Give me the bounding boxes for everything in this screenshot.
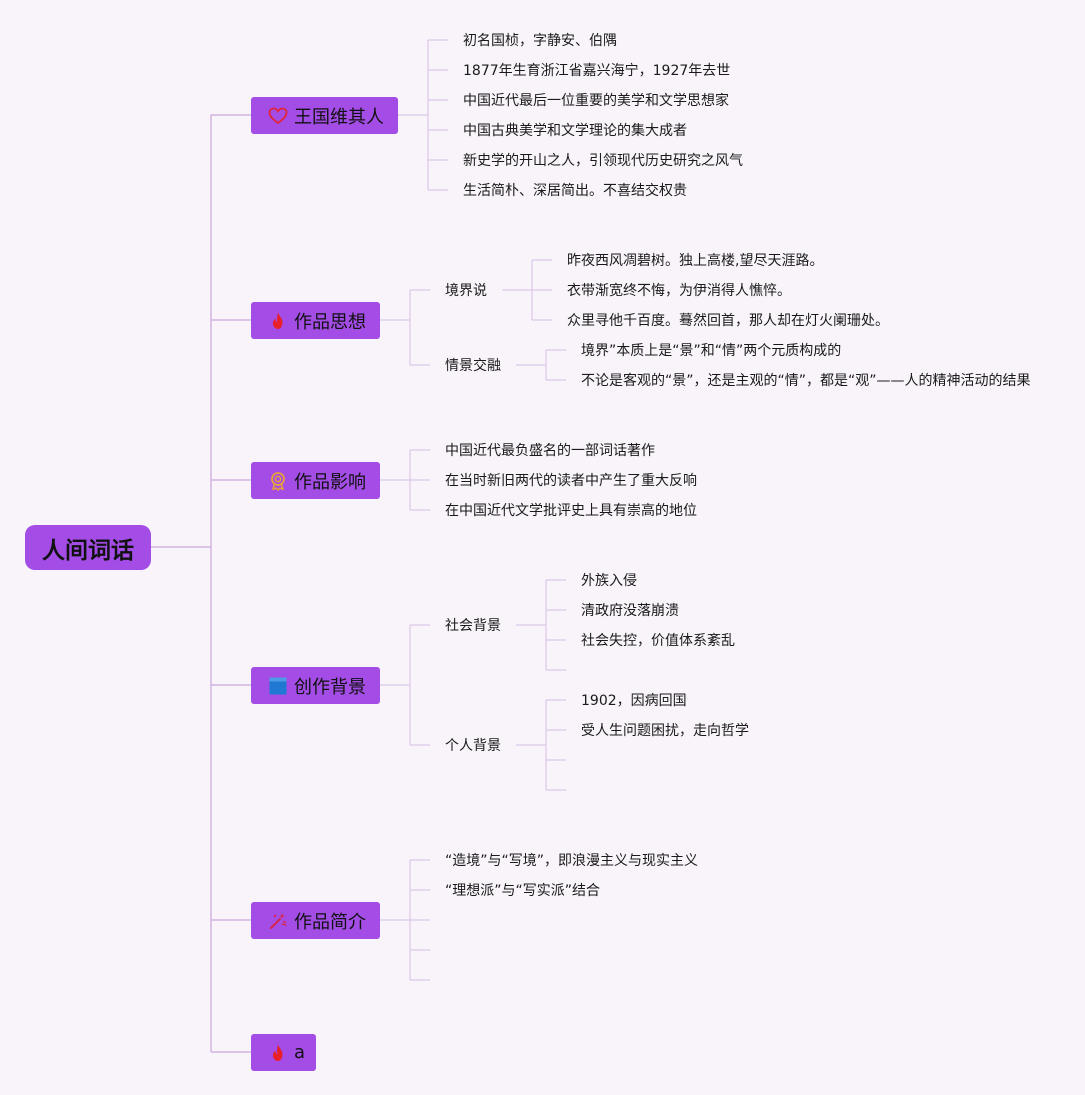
leaf-item[interactable]: 中国古典美学和文学理论的集大成者 [463,123,687,139]
leaf-item[interactable]: 中国近代最后一位重要的美学和文学思想家 [463,93,729,109]
leaf-item[interactable]: 1877年生育浙江省嘉兴海宁，1927年去世 [463,63,731,79]
branch-label: 作品简介 [294,911,366,933]
leaf-item[interactable]: 中国近代最负盛名的一部词话著作 [445,443,655,459]
leaf-item[interactable]: 在中国近代文学批评史上具有崇高的地位 [445,503,697,519]
leaf-item[interactable]: “理想派”与“写实派”结合 [445,883,601,899]
blue-square-icon [268,676,288,696]
root-label: 人间词话 [42,537,134,564]
leaf-item[interactable]: 初名国桢，字静安、伯隅 [463,33,617,49]
branch-label: 作品思想 [294,311,366,333]
fire-icon [268,1043,288,1063]
leaf-item[interactable]: 生活简朴、深居简出。不喜结交权贵 [463,183,687,199]
branch-node-a[interactable]: a [251,1034,316,1071]
sub-node-qingjing[interactable]: 情景交融 [445,358,501,374]
branch-label: 王国维其人 [294,106,384,128]
leaf-item[interactable]: 不论是客观的“景”，还是主观的“情”，都是“观”——人的精神活动的结果 [581,373,1031,389]
branch-label: 创作背景 [294,676,366,698]
leaf-item[interactable]: 昨夜西风凋碧树。独上高楼,望尽天涯路。 [567,253,824,269]
leaf-item[interactable]: 衣带渐宽终不悔，为伊消得人憔悴。 [567,283,791,299]
heart-icon [268,106,288,126]
branch-node-jianjie[interactable]: 作品简介 [251,902,380,939]
branch-node-yingxiang[interactable]: 作品影响 [251,462,380,499]
root-node[interactable]: 人间词话 [25,525,151,570]
medal-icon [268,471,288,491]
sparkle-wand-icon [268,911,288,931]
leaf-item[interactable]: 境界”本质上是“景”和“情”两个元质构成的 [581,343,842,359]
leaf-item[interactable]: 清政府没落崩溃 [581,603,679,619]
leaf-item[interactable]: 社会失控，价值体系紊乱 [581,633,735,649]
leaf-item[interactable]: 1902，因病回国 [581,693,687,709]
sub-node-jingjie[interactable]: 境界说 [445,283,487,299]
branch-label: 作品影响 [294,471,366,493]
branch-node-wangguowei[interactable]: 王国维其人 [251,97,398,134]
leaf-item[interactable]: 受人生问题困扰，走向哲学 [581,723,749,739]
branch-label: a [294,1042,306,1063]
fire-icon [268,311,288,331]
sub-node-shehui[interactable]: 社会背景 [445,618,501,634]
leaf-item[interactable]: “造境”与“写境”，即浪漫主义与现实主义 [445,853,699,869]
leaf-item[interactable]: 新史学的开山之人，引领现代历史研究之风气 [463,153,743,169]
leaf-item[interactable]: 外族入侵 [581,573,637,589]
sub-node-geren[interactable]: 个人背景 [445,738,501,754]
leaf-item[interactable]: 在当时新旧两代的读者中产生了重大反响 [445,473,697,489]
branch-node-sixiang[interactable]: 作品思想 [251,302,380,339]
leaf-item[interactable]: 众里寻他千百度。蓦然回首，那人却在灯火阑珊处。 [567,313,889,329]
branch-node-beijing[interactable]: 创作背景 [251,667,380,704]
